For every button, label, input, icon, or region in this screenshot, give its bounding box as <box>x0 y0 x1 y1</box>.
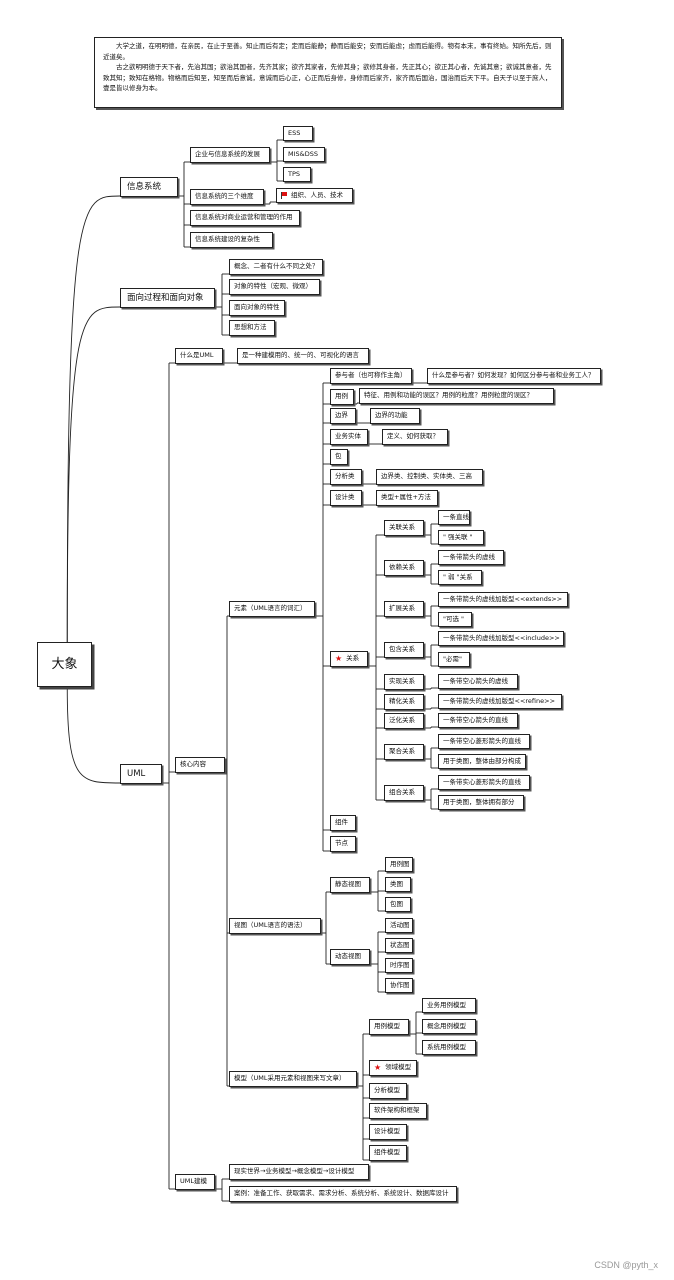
node-boundary[interactable]: 边界 <box>330 408 356 424</box>
node-realization-line[interactable]: 一条带空心箭头的虚线 <box>438 674 518 689</box>
node-relationships-label: 关系 <box>346 654 360 663</box>
node-sequence-diagram[interactable]: 时序图 <box>385 958 413 973</box>
root-curve-xxxt <box>66 195 121 643</box>
node-uml-definition[interactable]: 是一种建模用的、统一的、可视化的语言 <box>237 348 369 364</box>
node-thought-method[interactable]: 思想和方法 <box>229 320 275 336</box>
node-refine[interactable]: 精化关系 <box>384 694 424 710</box>
node-what-is-uml[interactable]: 什么是UML <box>175 348 223 364</box>
node-include-required[interactable]: "必需" <box>438 652 470 667</box>
node-system-use-case-model[interactable]: 系统用例模型 <box>422 1040 476 1055</box>
star-icon: ★ <box>374 1063 382 1072</box>
node-aggregation-line[interactable]: 一条带空心菱形箭头的直线 <box>438 734 530 749</box>
node-analysis-model[interactable]: 分析模型 <box>369 1083 407 1099</box>
node-generalization-line[interactable]: 一条带空心箭头的直线 <box>438 713 518 728</box>
node-component-model[interactable]: 组件模型 <box>369 1145 407 1161</box>
star-icon: ★ <box>335 654 343 663</box>
node-relationships[interactable]: ★ 关系 <box>330 651 368 667</box>
node-uml[interactable]: UML <box>120 764 162 784</box>
intro-paragraph-2: 古之欲明明德于天下者，先治其国；欲治其国者，先齐其家；欲齐其家者，先修其身；欲修… <box>103 63 552 93</box>
node-entity-definition[interactable]: 定义、如何获取？ <box>382 429 448 445</box>
node-dependency-line[interactable]: 一条带箭头的虚线 <box>438 550 504 565</box>
root-node[interactable]: 大象 <box>37 642 92 687</box>
node-is-three-dimensions[interactable]: 信息系统的三个维度 <box>190 189 264 205</box>
intro-quote-box: 大学之道，在明明德，在亲民，在止于至善。知止而后有定；定而后能静；静而后能安；安… <box>94 37 562 108</box>
node-procedural-vs-oo[interactable]: 面向过程和面向对象 <box>120 288 215 308</box>
node-mis-dss[interactable]: MIS&DSS <box>283 147 325 162</box>
node-architecture-framework[interactable]: 软件架构和框架 <box>369 1103 427 1119</box>
node-activity-diagram[interactable]: 活动图 <box>385 918 413 933</box>
node-aggregation[interactable]: 聚合关系 <box>384 744 424 760</box>
root-curve-uml <box>66 686 121 784</box>
node-include-line[interactable]: 一条带箭头的虚线加版型<<include>> <box>438 631 564 646</box>
node-core-content[interactable]: 核心内容 <box>175 757 225 773</box>
node-boundary-function[interactable]: 边界的功能 <box>370 408 420 424</box>
node-dependency-weak[interactable]: " 弱 "关系 <box>438 570 482 585</box>
node-association-strong[interactable]: " 强关联 " <box>438 530 484 545</box>
node-concept-use-case-model[interactable]: 概念用例模型 <box>422 1019 476 1034</box>
node-association[interactable]: 关联关系 <box>384 520 424 536</box>
node-design-class-def[interactable]: 类型+属性+方法 <box>376 490 438 506</box>
node-extend-optional[interactable]: "可选 " <box>438 612 472 627</box>
node-realization[interactable]: 实现关系 <box>384 674 424 690</box>
node-object-traits[interactable]: 对象的特性（宏观、微观） <box>229 279 320 295</box>
node-class-diagram[interactable]: 类图 <box>385 877 411 892</box>
node-enterprise-is-development[interactable]: 企业与信息系统的发展 <box>190 147 270 163</box>
node-composition-desc[interactable]: 用于类图，整体拥有部分 <box>438 795 524 810</box>
watermark: CSDN @pyth_x <box>594 1260 658 1270</box>
node-actor[interactable]: 参与者（也可称作主角） <box>330 368 412 384</box>
node-elements[interactable]: 元素（UML语言的词汇） <box>229 601 315 617</box>
node-refine-line[interactable]: 一条带箭头的虚线加版型<<refine>> <box>438 694 562 709</box>
node-use-case[interactable]: 用例 <box>330 389 354 405</box>
node-business-entity[interactable]: 业务实体 <box>330 429 368 445</box>
node-ess[interactable]: ESS <box>283 126 313 141</box>
node-views[interactable]: 视图（UML语言的语法） <box>229 918 321 934</box>
node-oo-traits[interactable]: 面向对象的特性 <box>229 300 285 316</box>
node-actor-questions[interactable]: 什么是参与者？如何发现？如何区分参与者和业务工人？ <box>427 368 601 384</box>
node-information-system[interactable]: 信息系统 <box>120 177 178 197</box>
node-package[interactable]: 包 <box>330 449 348 465</box>
node-analysis-class-types[interactable]: 边界类、控制类、实体类、三高 <box>376 469 483 485</box>
node-association-line[interactable]: 一条直线 <box>438 510 470 525</box>
node-models[interactable]: 模型（UML采用元素和视图来写文章） <box>229 1071 357 1087</box>
node-include[interactable]: 包含关系 <box>384 642 424 658</box>
node-use-case-model[interactable]: 用例模型 <box>369 1019 409 1035</box>
node-static-view[interactable]: 静态视图 <box>330 877 370 893</box>
node-use-case-questions[interactable]: 特征、用例和功能的误区？用例的粒度？用例粒度的误区？ <box>359 388 554 404</box>
node-tps[interactable]: TPS <box>283 167 311 182</box>
node-collaboration-diagram[interactable]: 协作图 <box>385 978 413 993</box>
node-business-use-case-model[interactable]: 业务用例模型 <box>422 998 476 1013</box>
node-extend[interactable]: 扩展关系 <box>384 601 424 617</box>
node-is-complexity[interactable]: 信息系统建设的复杂性 <box>190 232 273 248</box>
node-design-class[interactable]: 设计类 <box>330 490 362 506</box>
node-dependency[interactable]: 依赖关系 <box>384 560 424 576</box>
node-modeling-case[interactable]: 案例：准备工作、获取需求、需求分析、系统分析、系统设计、数据库设计 <box>229 1186 457 1202</box>
root-curve-mx <box>66 306 121 643</box>
node-analysis-class[interactable]: 分析类 <box>330 469 362 485</box>
node-design-model[interactable]: 设计模型 <box>369 1124 407 1140</box>
node-uml-modeling[interactable]: UML建模 <box>175 1174 215 1190</box>
node-aggregation-desc[interactable]: 用于类图，整体由部分构成 <box>438 754 526 769</box>
node-modeling-chain[interactable]: 现实世界→业务模型→概念模型→设计模型 <box>229 1164 369 1180</box>
node-domain-model[interactable]: ★ 领域模型 <box>369 1060 417 1076</box>
flag-icon <box>281 192 287 199</box>
node-use-case-diagram[interactable]: 用例图 <box>385 857 413 872</box>
node-dynamic-view[interactable]: 动态视图 <box>330 949 370 965</box>
node-composition-line[interactable]: 一条带实心菱形箭头的直线 <box>438 775 530 790</box>
node-component[interactable]: 组件 <box>330 815 356 831</box>
node-is-business-role[interactable]: 信息系统对商业运营和管理的作用 <box>190 210 300 226</box>
intro-paragraph-1: 大学之道，在明明德，在亲民，在止于至善。知止而后有定；定而后能静；静而后能安；安… <box>103 42 552 61</box>
node-oo-concept[interactable]: 概念、二者有什么不同之处？ <box>229 259 323 275</box>
node-domain-model-label: 领域模型 <box>385 1063 412 1072</box>
node-generalization[interactable]: 泛化关系 <box>384 713 424 729</box>
node-extend-line[interactable]: 一条带箭头的虚线加版型<<extends>> <box>438 592 568 607</box>
node-org-people-tech-label: 组织、人员、技术 <box>291 190 343 199</box>
node-node[interactable]: 节点 <box>330 836 356 852</box>
node-composition[interactable]: 组合关系 <box>384 785 424 801</box>
node-org-people-tech[interactable]: 组织、人员、技术 <box>276 188 353 203</box>
node-package-diagram[interactable]: 包图 <box>385 897 411 912</box>
node-state-diagram[interactable]: 状态图 <box>385 938 413 953</box>
